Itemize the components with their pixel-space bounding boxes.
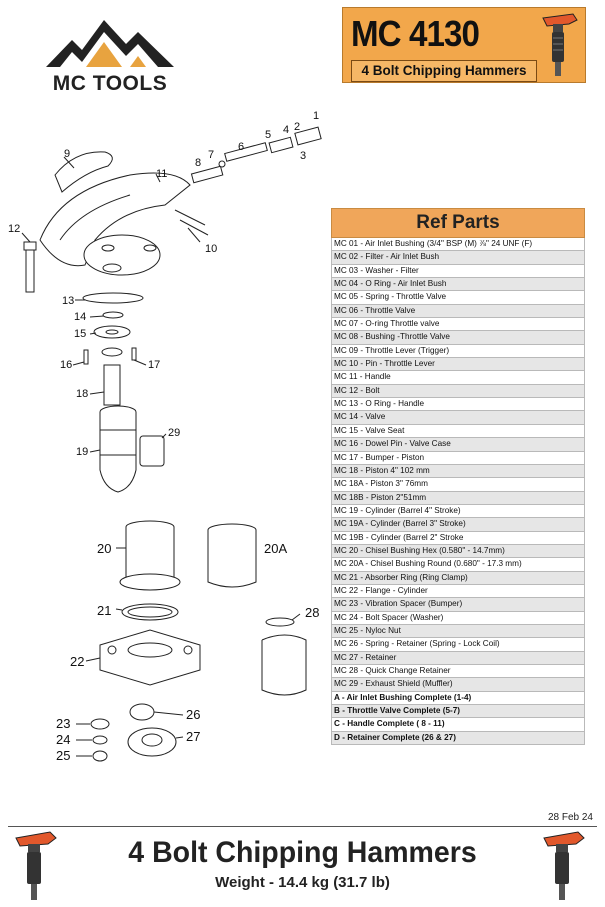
ref-part-row: MC 13 - O Ring - Handle [331,398,585,412]
ref-part-row: MC 20 - Chisel Bushing Hex (0.580" - 14.… [331,544,585,559]
ref-part-row: MC 25 - Nyloc Nut [331,624,585,639]
callout-26: 26 [186,707,201,722]
ref-part-row: MC 27 - Retainer [331,651,585,665]
ref-parts-heading: Ref Parts [331,208,585,238]
ref-parts-list: MC 01 - Air Inlet Bushing (3/4" BSP (M) … [331,238,585,746]
callout-9: 9 [64,148,71,160]
ref-part-row: MC 29 - Exhaust Shield (Muffler) [331,678,585,692]
ref-part-row: MC 16 - Dowel Pin - Valve Case [331,438,585,452]
mountain-logo-icon [46,20,174,67]
ref-part-row: A - Air Inlet Bushing Complete (1-4) [331,691,585,706]
ref-part-row: MC 28 - Quick Change Retainer [331,665,585,679]
ref-part-row: MC 06 - Throttle Valve [331,304,585,319]
ref-part-row: MC 24 - Bolt Spacer (Washer) [331,611,585,625]
ref-part-row: MC 05 - Spring - Throttle Valve [331,291,585,305]
model-subtitle: 4 Bolt Chipping Hammers [351,60,537,82]
callout-1: 1 [313,110,320,122]
ref-part-row: MC 17 - Bumper - Piston [331,451,585,465]
callout-16: 16 [60,359,73,371]
callout-10: 10 [205,243,218,255]
title-banner: MC 4130 4 Bolt Chipping Hammers [342,7,586,83]
ref-part-row: MC 10 - Pin - Throttle Lever [331,358,585,372]
ref-part-row: MC 08 - Bushing -Throttle Valve [331,331,585,345]
ref-part-row: MC 01 - Air Inlet Bushing (3/4" BSP (M) … [331,238,585,252]
ref-part-row: C - Handle Complete ( 8 - 11) [331,718,585,732]
chipping-hammer-left-icon [15,831,57,900]
ref-part-row: MC 09 - Throttle Lever (Trigger) [331,344,585,359]
callout-20: 20 [97,541,112,556]
ref-part-row: MC 20A - Chisel Bushing Round (0.680" - … [331,558,585,572]
brand-logo: MC TOOLS [40,12,180,95]
document-date: 28 Feb 24 [547,812,593,823]
ref-part-row: MC 26 - Spring - Retainer (Spring - Lock… [331,638,585,652]
footer-divider [8,826,597,827]
callout-11: 11 [156,168,168,180]
callout-25: 25 [56,748,71,763]
callout-18: 18 [76,388,89,400]
exploded-parts-diagram: 1 2 3 4 5 6 7 8 9 10 11 12 13 14 15 16 1… [0,100,330,800]
callout-14: 14 [74,311,87,323]
callout-21: 21 [97,603,112,618]
callout-5: 5 [265,129,272,141]
ref-part-row: MC 04 - O Ring - Air Inlet Bush [331,278,585,292]
ref-part-row: MC 18A - Piston 3" 76mm [331,478,585,492]
ref-part-row: MC 18B - Piston 2"51mm [331,491,585,505]
callout-22: 22 [70,654,85,669]
model-title: MC 4130 [351,13,480,54]
ref-part-row: MC 19 - Cylinder (Barrel 4" Stroke) [331,504,585,519]
chipping-hammer-icon [542,13,578,76]
callout-29: 29 [168,427,181,439]
ref-part-row: MC 12 - Bolt [331,384,585,399]
callout-6: 6 [238,141,245,153]
callout-3: 3 [300,150,307,162]
callout-2: 2 [294,121,301,133]
brand-name: MC TOOLS [52,72,168,95]
callout-23: 23 [56,716,71,731]
chipping-hammer-right-icon [543,831,585,900]
footer-weight: Weight - 14.4 kg (31.7 lb) [215,874,390,891]
callout-8: 8 [195,157,202,169]
ref-parts-table: Ref Parts MC 01 - Air Inlet Bushing (3/4… [331,208,585,746]
ref-part-row: MC 14 - Valve [331,411,585,425]
ref-part-row: MC 19A - Cylinder (Barrel 3" Stroke) [331,518,585,532]
callout-17: 17 [148,359,161,371]
callout-27: 27 [186,729,201,744]
callout-4: 4 [283,124,290,136]
ref-part-row: B - Throttle Valve Complete (5-7) [331,705,585,719]
ref-part-row: MC 07 - O-ring Throttle valve [331,318,585,332]
ref-part-row: MC 18 - Piston 4" 102 mm [331,464,585,479]
callout-19: 19 [76,446,89,458]
footer-title: 4 Bolt Chipping Hammers [128,836,477,869]
ref-part-row: MC 15 - Valve Seat [331,424,585,439]
ref-part-row: MC 23 - Vibration Spacer (Bumper) [331,598,585,612]
ref-part-row: MC 19B - Cylinder (Barrel 2" Stroke [331,531,585,545]
callout-7: 7 [208,149,215,161]
ref-part-row: MC 02 - Filter - Air Inlet Bush [331,251,585,265]
callout-20a: 20A [264,541,288,556]
ref-part-row: MC 11 - Handle [331,371,585,385]
ref-part-row: MC 03 - Washer - Filter [331,264,585,279]
ref-part-row: MC 22 - Flange - Cylinder [331,584,585,599]
callout-28: 28 [305,605,320,620]
callout-12: 12 [8,223,21,235]
ref-part-row: MC 21 - Absorber Ring (Ring Clamp) [331,571,585,585]
ref-part-row: D - Retainer Complete (26 & 27) [331,731,585,746]
callout-13: 13 [62,295,75,307]
parts-drawing [21,126,322,762]
callout-15: 15 [74,328,87,340]
callout-24: 24 [56,732,71,747]
